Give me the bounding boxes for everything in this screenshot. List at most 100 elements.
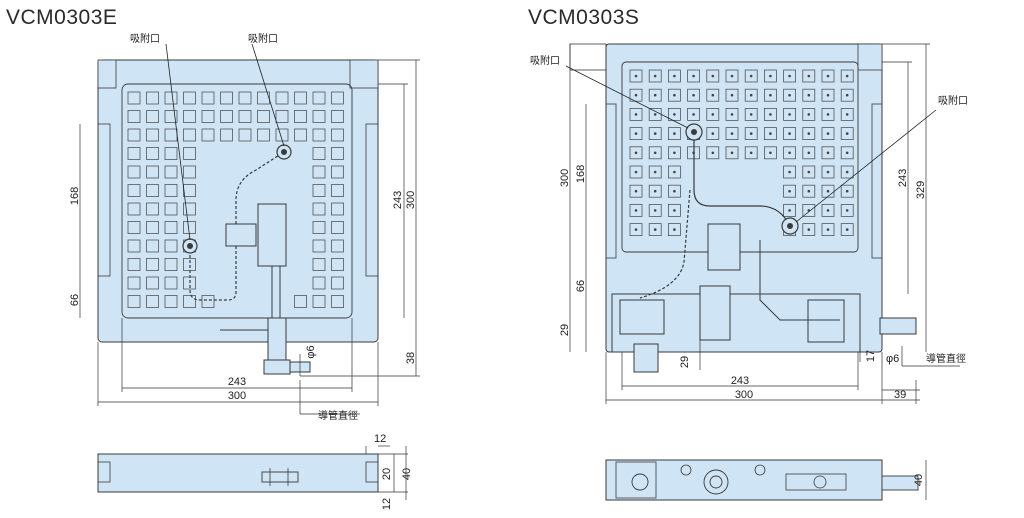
suction-cell [146,147,159,160]
suction-cell [201,128,215,142]
right-suction-port-2-core [787,223,793,229]
left-work-area [121,83,353,319]
cell-dot [673,113,676,116]
cell-dot [692,74,695,78]
model-title-left: VCM0303E [6,6,118,29]
right-dim-39-h: 39 [894,389,906,401]
suction-cell [183,91,196,105]
suction-cell [783,184,796,198]
suction-cell [294,110,307,123]
right-hose-out [879,317,917,335]
suction-cell [840,203,854,217]
right-slot-right [871,103,883,259]
cell-dot [749,93,753,97]
right-slot-left [605,103,617,259]
suction-cell [127,239,141,253]
cell-dot [788,132,791,135]
suction-cell [312,165,326,179]
suction-cell [629,184,643,198]
right-gauge [633,343,659,373]
left-suction-port-1-core [187,243,193,249]
cell-dot [692,93,695,97]
suction-cell [744,146,758,160]
suction-cell [164,147,178,160]
suction-cell [802,203,816,217]
cell-dot [845,74,849,78]
right-dim-300-v: 300 [559,169,571,187]
suction-cell [146,128,159,142]
left-tab-top-left [97,59,117,89]
cell-dot [634,132,638,135]
suction-cell [331,128,344,142]
suction-cell [668,127,681,140]
suction-cell [312,239,326,253]
suction-cell [821,127,835,140]
suction-cell [687,108,700,121]
suction-cell [725,127,739,140]
suction-cell [146,110,159,123]
suction-cell [783,88,796,102]
suction-cell [629,146,643,160]
suction-cell [802,165,816,179]
cell-dot [673,151,676,155]
suction-cell [668,69,681,83]
suction-cell [725,88,739,102]
cell-dot [730,151,734,155]
suction-cell [668,165,681,179]
suction-cell [648,88,662,102]
left-dimensions [79,59,420,415]
cell-dot [826,132,830,135]
suction-cell [164,221,178,234]
suction-cell [821,108,835,121]
right-tab-top-left [569,43,607,71]
suction-cell [648,127,662,140]
suction-cell [312,128,326,142]
suction-cell [220,128,233,142]
suction-cell [146,221,159,234]
suction-cell [127,202,141,216]
suction-cell [668,223,681,237]
suction-cell [764,127,777,140]
suction-cell [312,202,326,216]
left-side-dim-12a: 12 [374,433,386,445]
right-dimensions [569,43,960,404]
model-title-right: VCM0303S [528,6,640,29]
suction-cell [802,108,816,121]
suction-cell [331,295,344,308]
suction-cell [629,223,643,237]
right-dim-29b-v: 29 [679,356,691,368]
right-dim-29-v: 29 [559,324,571,336]
suction-cell [331,147,344,160]
suction-cell [821,223,835,237]
cell-dot [826,93,830,97]
right-channel-2 [639,189,691,299]
suction-cell [668,108,681,121]
suction-cell [744,69,758,83]
right-valve-3 [807,299,845,343]
suction-cell [238,110,252,123]
right-label-tube: 導管直徑 [926,352,966,365]
cell-dot [749,151,753,155]
right-dim-17-v: 17 [865,350,877,362]
suction-cell [840,223,854,237]
cell-dot [634,209,638,212]
suction-cell [331,202,344,216]
cell-dot [673,132,676,135]
suction-cell [127,165,141,179]
cell-dot [692,113,695,116]
cell-dot [711,132,715,135]
suction-cell [744,108,758,121]
cell-dot [711,74,715,78]
left-dim-66-v: 66 [69,294,81,306]
cell-dot [845,113,849,116]
suction-cell [201,295,215,308]
cell-dot [653,132,657,135]
suction-cell [764,146,777,160]
cell-dot [749,113,753,116]
suction-cell [668,184,681,198]
cell-dot [653,151,657,155]
suction-cell [183,295,196,308]
suction-cell [201,110,215,123]
suction-cell [668,203,681,217]
suction-cell [331,165,344,179]
